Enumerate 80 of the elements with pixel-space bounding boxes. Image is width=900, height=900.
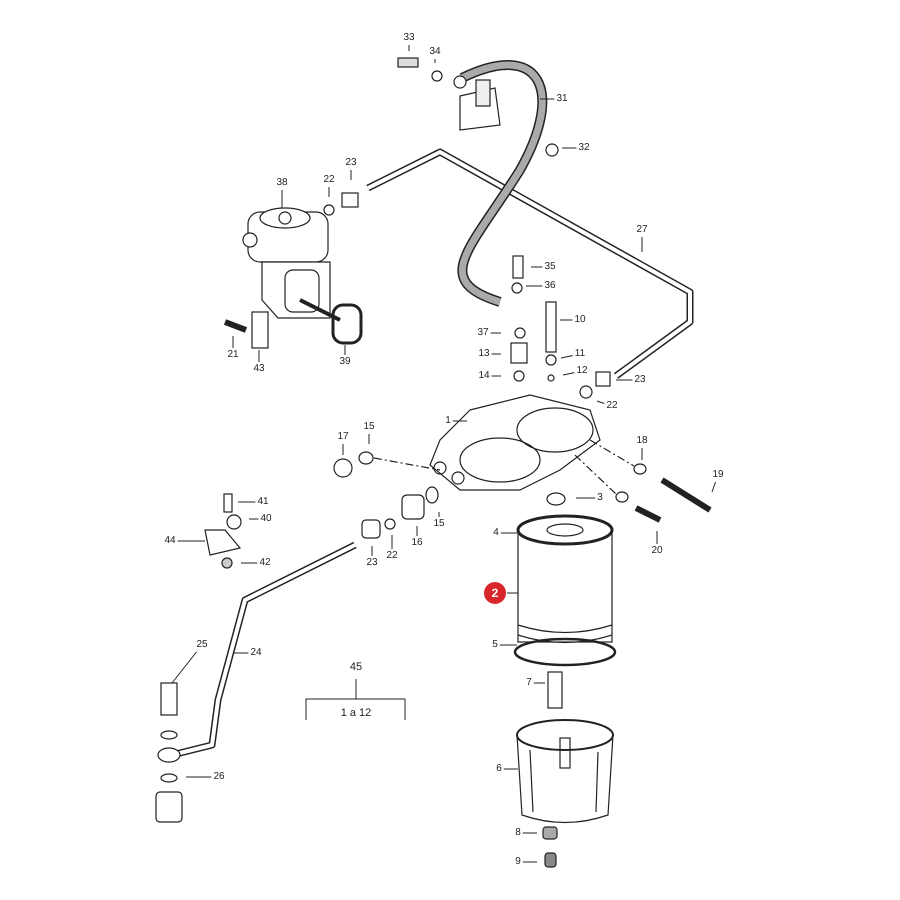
- leader-line: [656, 530, 658, 544]
- callout-number: 23: [344, 157, 358, 169]
- callout-number: 37: [476, 327, 490, 339]
- leader-line: [438, 512, 440, 518]
- callout-number: 18: [635, 435, 649, 447]
- callout-number: 39: [338, 356, 352, 368]
- callout-number: 45: [350, 661, 362, 673]
- callout-number: 35: [543, 261, 557, 273]
- leader-line: [540, 98, 555, 100]
- callout-number: 13: [477, 348, 491, 360]
- leader-line: [232, 652, 249, 654]
- leader-line: [177, 540, 206, 542]
- callout-number: 15: [362, 421, 376, 433]
- leader-line: [506, 592, 518, 594]
- callout-number: 27: [635, 224, 649, 236]
- leader-line: [416, 526, 418, 536]
- callout-number: 14: [477, 370, 491, 382]
- leader-line: [408, 44, 410, 52]
- leader-line: [368, 434, 370, 444]
- callout-number: 31: [555, 93, 569, 105]
- callout-number: 43: [252, 363, 266, 375]
- callout-number: 24: [249, 647, 263, 659]
- callout-number: 41: [256, 496, 270, 508]
- leader-line: [258, 350, 260, 362]
- callout-number: 22: [605, 400, 619, 412]
- leader-line: [522, 832, 538, 834]
- callout-number: 3: [596, 492, 604, 504]
- callout-number: 20: [650, 545, 664, 557]
- leader-line: [344, 344, 346, 356]
- callout-number: 10: [573, 314, 587, 326]
- callout-number: 19: [711, 469, 725, 481]
- leader-line: [240, 562, 258, 564]
- callout-number: 22: [385, 550, 399, 562]
- callout-number: 26: [212, 771, 226, 783]
- leader-line: [342, 444, 344, 456]
- callout-number: 36: [543, 280, 557, 292]
- leader-line: [328, 186, 330, 198]
- leader-line: [499, 644, 518, 646]
- range-note: 1 a 12: [340, 707, 372, 719]
- callout-number: 38: [275, 177, 289, 189]
- callout-number: 22: [322, 174, 336, 186]
- leader-line: [503, 768, 518, 770]
- leader-line: [350, 170, 352, 180]
- callout-number: 25: [195, 639, 209, 651]
- callout-number: 8: [514, 827, 522, 839]
- leader-line: [186, 776, 212, 778]
- leader-line: [490, 332, 502, 334]
- leader-line: [500, 532, 518, 534]
- callout-number: 23: [365, 557, 379, 569]
- callout-number: 6: [495, 763, 503, 775]
- callout-number: 9: [514, 856, 522, 868]
- leader-line: [596, 400, 605, 404]
- callout-number: 23: [633, 374, 647, 386]
- leader-line: [712, 482, 716, 492]
- leader-line: [530, 266, 543, 268]
- leader-line: [434, 58, 436, 64]
- callout-number: 15: [432, 518, 446, 530]
- callout-number: 44: [163, 535, 177, 547]
- leader-line: [562, 372, 575, 376]
- callout-number: 5: [491, 639, 499, 651]
- callout-number: 33: [402, 32, 416, 44]
- leader-line: [232, 336, 234, 348]
- callout-number: 4: [492, 527, 500, 539]
- leader-line: [172, 652, 197, 684]
- leader-line: [533, 682, 546, 684]
- leader-line: [560, 355, 574, 358]
- callout-number: 21: [226, 349, 240, 361]
- leader-line: [248, 518, 259, 520]
- leader-line: [452, 420, 468, 422]
- callout-badge: 2: [484, 582, 506, 604]
- callout-number: 34: [428, 46, 442, 58]
- callout-number: 1: [444, 415, 452, 427]
- callout-number: 11: [574, 348, 586, 360]
- callout-number: 12: [575, 365, 589, 377]
- callout-number: 16: [410, 537, 424, 549]
- callout-number: 42: [258, 557, 272, 569]
- callout-number: 7: [525, 677, 533, 689]
- callout-number: 40: [259, 513, 273, 525]
- callout-number: 17: [336, 431, 350, 443]
- callout-number: 32: [577, 142, 591, 154]
